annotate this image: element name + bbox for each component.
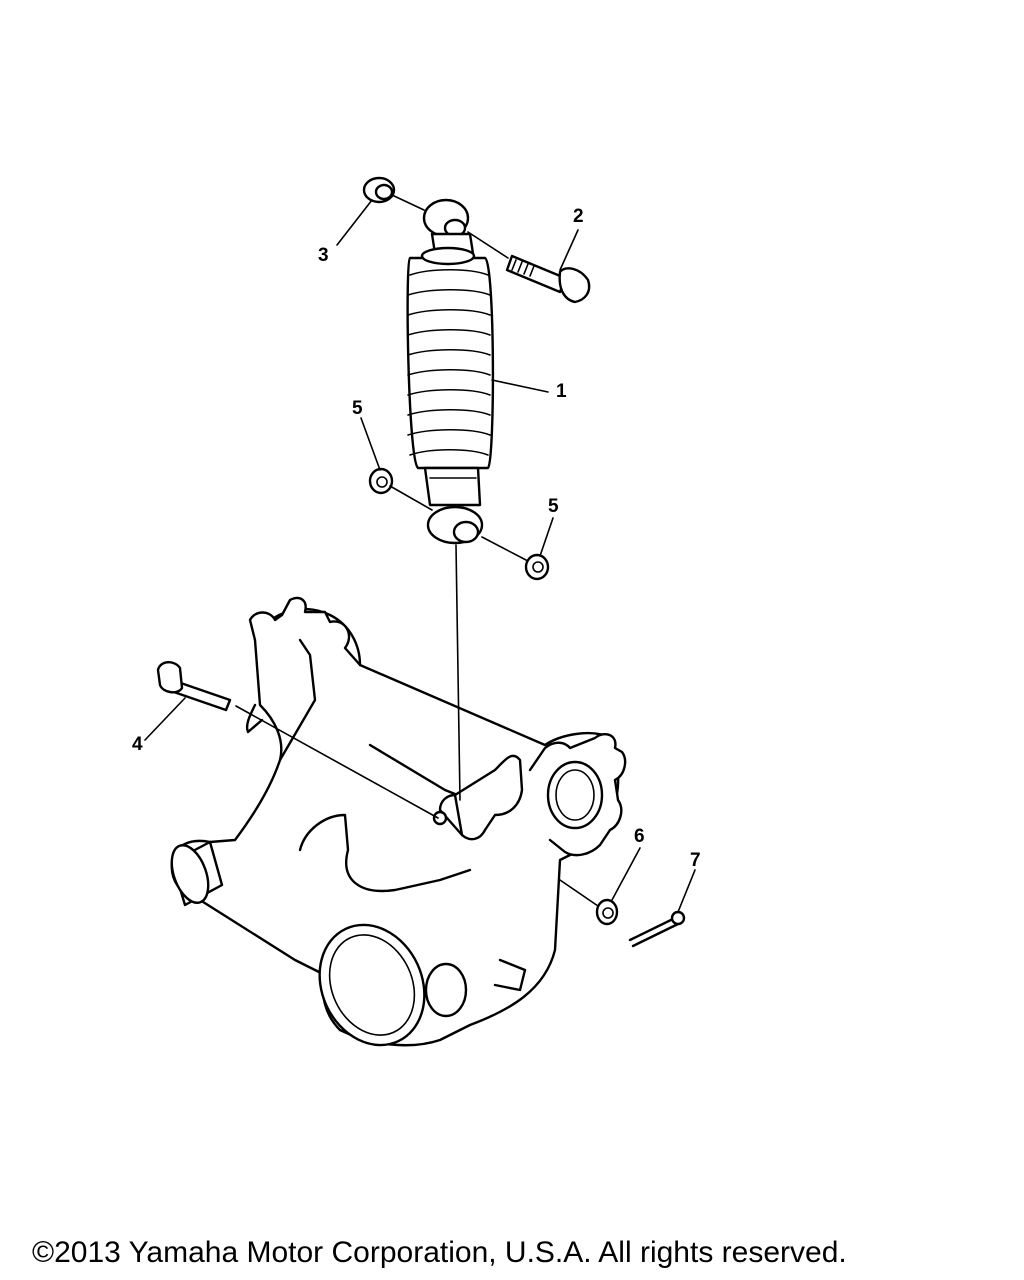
callout-6: 6	[634, 826, 645, 847]
upper-nut	[362, 176, 396, 204]
callout-2: 2	[573, 206, 584, 227]
shock-absorber	[406, 198, 495, 545]
callout-4: 4	[132, 734, 143, 755]
callout-7: 7	[690, 850, 701, 871]
callout-leaders	[144, 199, 696, 913]
swingarm	[170, 596, 627, 1047]
pivot-bolt	[156, 661, 232, 712]
callout-5-right: 5	[548, 496, 559, 517]
copyright-notice: ©2013 Yamaha Motor Corporation, U.S.A. A…	[32, 1236, 847, 1269]
callout-1: 1	[556, 381, 567, 402]
washer-left	[368, 467, 394, 495]
assembly-lines	[235, 194, 599, 907]
callout-3: 3	[318, 245, 329, 266]
washer-right	[524, 553, 550, 581]
callout-5-left: 5	[352, 398, 363, 419]
cotter-pin	[628, 910, 686, 948]
upper-bolt	[505, 254, 591, 304]
washer-lower	[595, 898, 619, 926]
